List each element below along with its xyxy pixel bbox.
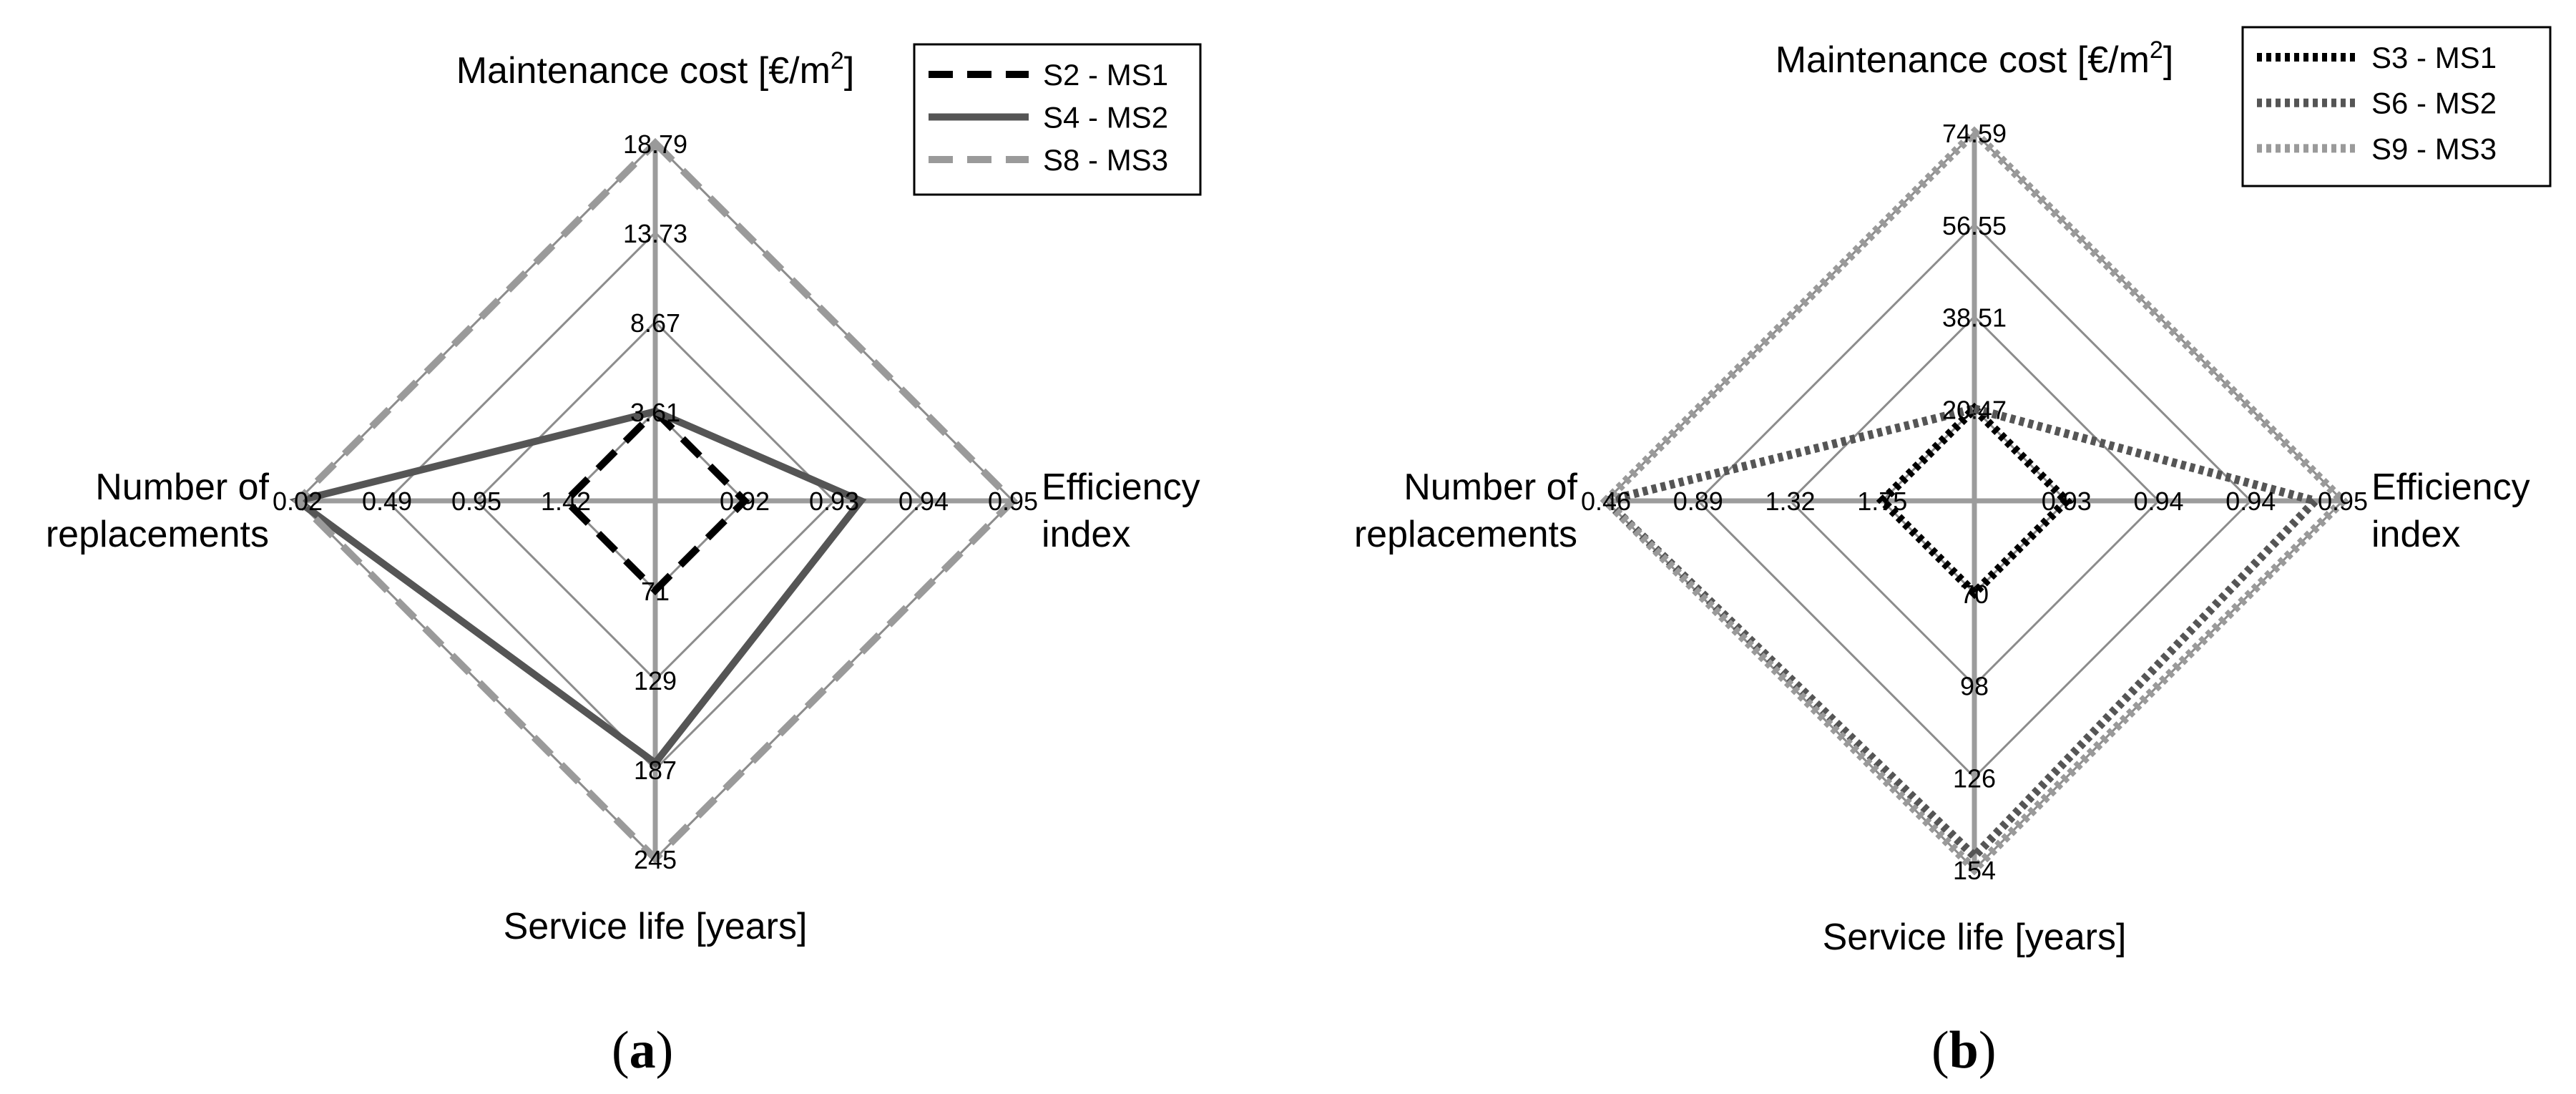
axis-title-efficiency-index: index: [2371, 514, 2460, 555]
axis-title-service-life: Service life [years]: [504, 906, 808, 947]
tick-label: 38.51: [1942, 303, 2007, 333]
tick-label: 20.47: [1942, 395, 2007, 424]
legend-label-2: S6 - MS2: [2371, 87, 2497, 120]
tick-label: 71: [641, 577, 670, 606]
tick-label: 126: [1953, 763, 1996, 793]
tick-label: 0.94: [2225, 487, 2276, 516]
legend: S2 - MS1 S4 - MS2 S8 - MS3: [913, 43, 1202, 196]
tick-label: 0.93: [809, 487, 859, 516]
tick-label: 56.55: [1942, 211, 2007, 240]
axis-title-efficiency-index: Efficiency: [2371, 467, 2530, 508]
tick-label: 1.42: [541, 487, 591, 516]
tick-label: 70: [1960, 580, 1989, 609]
tick-label: 0.94: [2133, 487, 2183, 516]
series-line-1: [560, 406, 750, 596]
tick-label: 74.59: [1942, 119, 2007, 148]
tick-label: 0.93: [2042, 487, 2092, 516]
axis-title-number-of-replacements: Number of: [1404, 467, 1577, 508]
tick-label: 154: [1953, 856, 1996, 885]
axis-title-efficiency-index: Efficiency: [1042, 467, 1200, 508]
legend: S3 - MS1 S6 - MS2 S9 - MS3: [2241, 26, 2552, 187]
tick-label: 0.92: [720, 487, 770, 516]
radar-chart-b: 20.47 38.51 56.55 74.59 0.93 0.94 0.94 0.95 70 98…: [1354, 26, 2552, 1080]
subfigure-caption: (a): [612, 1021, 673, 1080]
series-line-3: [1600, 126, 2349, 876]
subfigure-caption: (b): [1931, 1021, 1996, 1080]
tick-label: 1.32: [1765, 487, 1815, 516]
tick-label: 13.73: [623, 219, 687, 248]
axis-title-number-of-replacements: Number of: [95, 467, 269, 508]
tick-label: 0.49: [362, 487, 412, 516]
legend-label-3: S8 - MS3: [1043, 143, 1168, 177]
axis-title-number-of-replacements: replacements: [46, 514, 269, 555]
radar-chart-a: 3.61 8.67 13.73 18.79 0.92 0.93 0.94 0.95 71 129 1…: [46, 43, 1202, 1080]
legend-label-1: S3 - MS1: [2371, 41, 2497, 74]
tick-label: 1.75: [1857, 487, 1907, 516]
tick-label: 0.95: [2318, 487, 2368, 516]
axis-title-maintenance-cost: Maintenance cost [€/m2]: [1776, 36, 2174, 81]
series-line-3: [292, 137, 1019, 864]
tick-label: 0.46: [1581, 487, 1631, 516]
legend-box: [2241, 26, 2552, 187]
legend-label-1: S2 - MS1: [1043, 58, 1168, 92]
legend-label-2: S4 - MS2: [1043, 101, 1168, 135]
axis-title-efficiency-index: index: [1042, 514, 1130, 555]
legend-label-3: S9 - MS3: [2371, 132, 2497, 165]
tick-label: 0.94: [898, 487, 949, 516]
tick-label: 0.95: [988, 487, 1038, 516]
tick-label: 187: [634, 756, 677, 785]
tick-labels: 20.47 38.51 56.55 74.59 0.93 0.94 0.94 0.95 70 98…: [1581, 119, 2368, 885]
series-line-2: [289, 407, 867, 768]
axis-title-number-of-replacements: replacements: [1354, 514, 1577, 555]
radar-grid: [295, 141, 1015, 861]
axis-titles: Maintenance cost [€/m2] Efficiency indexSe…: [1354, 36, 2530, 958]
tick-label: 0.95: [451, 487, 501, 516]
tick-label: 8.67: [630, 308, 680, 338]
tick-labels: 3.61 8.67 13.73 18.79 0.92 0.93 0.94 0.95 71 129 1…: [273, 130, 1038, 874]
tick-label: 245: [634, 845, 677, 874]
axis-titles: Maintenance cost [€/m2] Efficiency indexSe…: [46, 47, 1200, 947]
series-line-1: [1876, 402, 2073, 600]
series-line-2: [1597, 404, 2323, 863]
axis-title-service-life: Service life [years]: [1823, 917, 2127, 958]
tick-label: 0.02: [273, 487, 323, 516]
axis-title-maintenance-cost: Maintenance cost [€/m2]: [456, 47, 855, 92]
tick-label: 98: [1960, 672, 1989, 701]
tick-label: 0.89: [1673, 487, 1723, 516]
tick-label: 18.79: [623, 130, 687, 159]
tick-label: 129: [634, 666, 677, 695]
tick-label: 3.61: [630, 398, 680, 427]
